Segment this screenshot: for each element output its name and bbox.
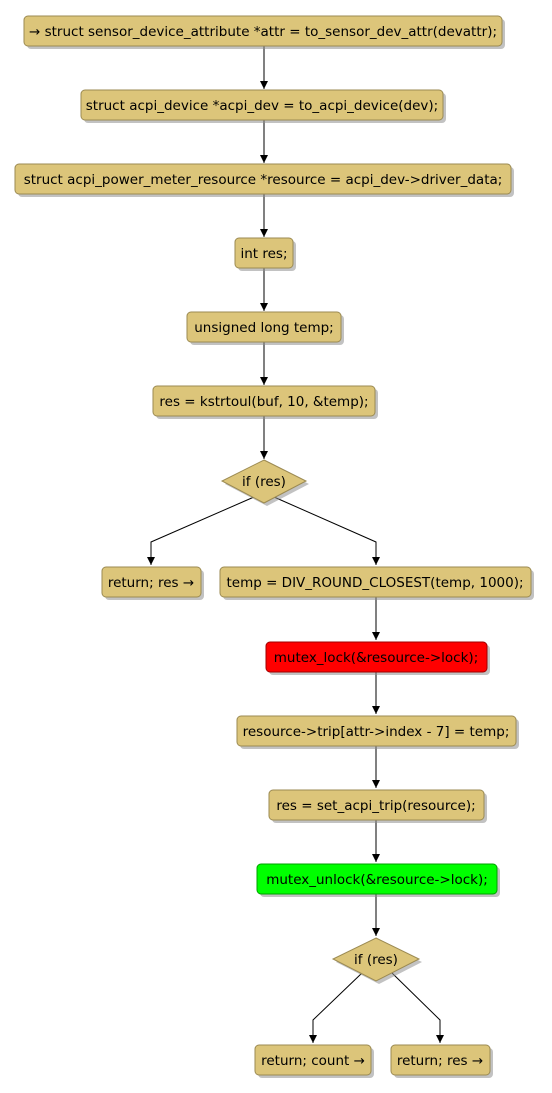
node-n5: unsigned long temp; [186, 311, 344, 345]
node-r1: return; res → [101, 566, 204, 600]
node-n10: res = set_acpi_trip(resource); [268, 789, 487, 823]
node-n3-label: struct acpi_power_meter_resource *resour… [24, 172, 503, 188]
edge-d2-r2 [309, 972, 363, 1043]
decision-d2: if (res) [331, 937, 422, 984]
node-n10-label: res = set_acpi_trip(resource); [276, 798, 475, 814]
node-r1-label: return; res → [108, 575, 194, 591]
edge-d2-r3 [391, 972, 444, 1043]
node-n9-label: resource->trip[attr->index - 7] = temp; [243, 724, 510, 740]
node-n6-label: res = kstrtoul(buf, 10, &temp); [159, 394, 368, 410]
node-n8-lock: mutex_lock(&resource->lock); [265, 641, 490, 675]
node-n9: resource->trip[attr->index - 7] = temp; [236, 715, 519, 749]
node-r3-label: return; res → [397, 1053, 483, 1069]
node-n4-label: int res; [240, 246, 287, 262]
node-n6: res = kstrtoul(buf, 10, &temp); [152, 385, 378, 419]
node-n7: temp = DIV_ROUND_CLOSEST(temp, 1000); [219, 566, 534, 600]
node-n11-label: mutex_unlock(&resource->lock); [266, 872, 488, 888]
node-n5-label: unsigned long temp; [194, 320, 333, 336]
node-r2: return; count → [254, 1044, 374, 1078]
decision-d1: if (res) [220, 459, 309, 506]
edges [147, 45, 444, 1043]
node-n3: struct acpi_power_meter_resource *resour… [14, 163, 514, 197]
node-n11-unlock: mutex_unlock(&resource->lock); [256, 863, 500, 897]
node-n7-label: temp = DIV_ROUND_CLOSEST(temp, 1000); [226, 575, 523, 591]
node-r2-label: return; count → [261, 1053, 365, 1069]
node-n4: int res; [234, 237, 296, 271]
edge-d1-r1 [147, 496, 255, 565]
node-n1-label: → struct sensor_device_attribute *attr =… [29, 24, 497, 40]
node-n1: → struct sensor_device_attribute *attr =… [23, 15, 505, 49]
decision-d2-label: if (res) [354, 952, 398, 968]
edge-d1-n7 [273, 496, 380, 565]
node-r3: return; res → [390, 1044, 493, 1078]
node-n2: struct acpi_device *acpi_dev = to_acpi_d… [80, 89, 446, 123]
node-n2-label: struct acpi_device *acpi_dev = to_acpi_d… [86, 98, 438, 114]
decision-d1-label: if (res) [242, 474, 286, 490]
node-n8-label: mutex_lock(&resource->lock); [274, 650, 479, 666]
